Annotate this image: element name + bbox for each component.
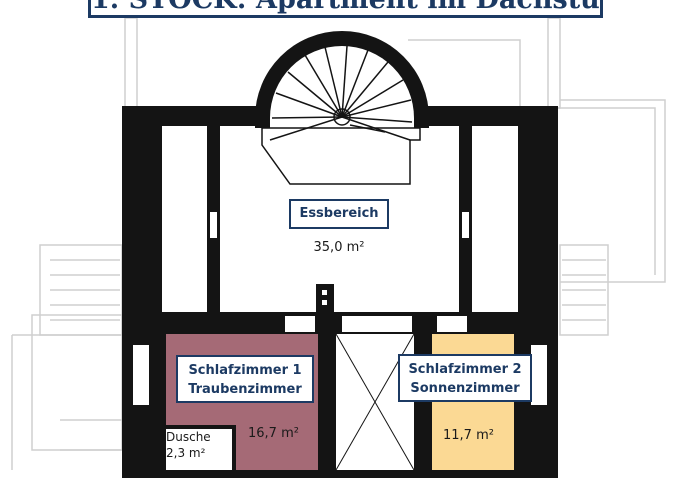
schlafzimmer-1-name: Schlafzimmer 1 xyxy=(188,363,302,378)
schlafzimmer-2-label: Schlafzimmer 2 Sonnenzimmer xyxy=(398,354,532,402)
column xyxy=(316,284,334,316)
spiral-staircase xyxy=(255,31,429,185)
dusche-area: 2,3 m² xyxy=(166,446,206,460)
walls xyxy=(122,106,558,478)
window-strips xyxy=(133,128,547,405)
dusche-floor xyxy=(166,425,236,470)
plan-title: 1. STOCK: Apartment im Dachstuhl xyxy=(88,0,603,18)
dusche-name: Dusche xyxy=(166,430,211,444)
schlafzimmer-2-area: 11,7 m² xyxy=(443,428,494,443)
schlafzimmer-1-area: 16,7 m² xyxy=(248,426,299,441)
schlafzimmer-2-name: Schlafzimmer 2 xyxy=(408,362,522,377)
schlafzimmer-2-subname: Sonnenzimmer xyxy=(410,381,520,396)
essbereich-name: Essbereich xyxy=(299,206,379,221)
essbereich-label: Essbereich xyxy=(289,199,389,229)
schlafzimmer-1-subname: Traubenzimmer xyxy=(188,382,302,397)
door-openings xyxy=(285,316,467,332)
schlafzimmer-1-label: Schlafzimmer 1 Traubenzimmer xyxy=(176,355,314,403)
essbereich-area: 35,0 m² xyxy=(313,240,365,255)
dusche-label: Dusche 2,3 m² xyxy=(166,429,211,461)
